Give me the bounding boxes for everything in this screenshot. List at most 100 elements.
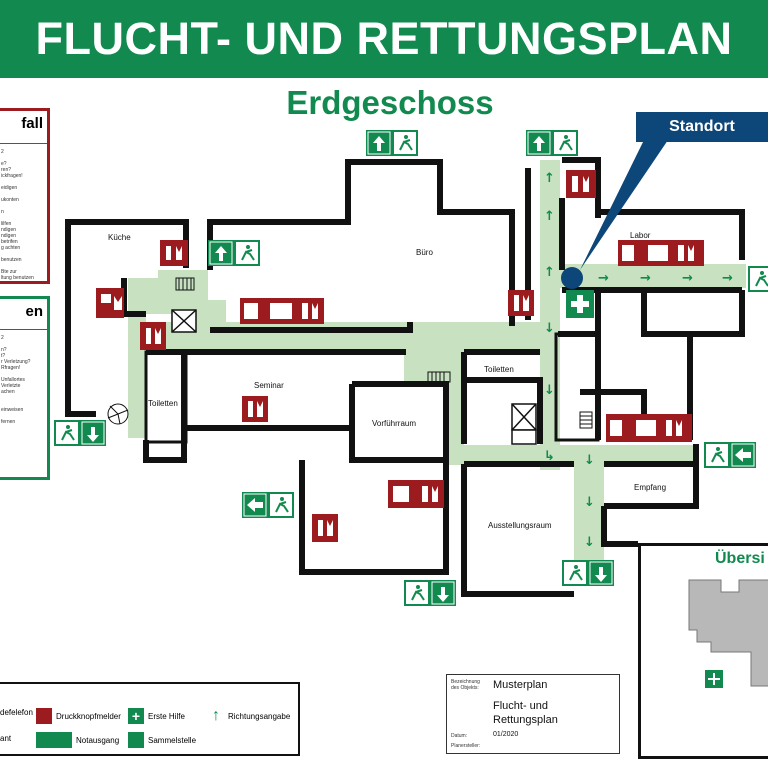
object-value-2: Flucht- und Rettungsplan: [493, 700, 558, 726]
location-marker: [561, 140, 668, 289]
object-label: Bezeichnung des Objekts:: [451, 679, 480, 691]
first-aid-panel: en 2 n?t?r Verletzung?Rfragen! Unfallortes…: [0, 296, 50, 480]
emergency-exit-icon: [242, 492, 294, 518]
direction-arrow-icon: ↑: [212, 707, 220, 724]
stairs: [175, 277, 593, 429]
elevators: [171, 309, 537, 445]
emergency-exit-icon: [208, 240, 260, 266]
panel-text-line: Rfragen!: [1, 365, 21, 371]
legend-item-assembly: Sammelstelle: [128, 732, 196, 748]
legend-item-first-aid: +Erste Hilfe: [128, 708, 185, 724]
emergency-exit-icon: [404, 580, 456, 606]
room-label-toiletten: Toiletten: [484, 365, 514, 374]
arrow-right-icon: →: [598, 271, 609, 286]
panel-text-line: benutzen: [1, 257, 22, 263]
plan-info-box: Bezeichnung des Objekts: Musterplan Fluc…: [446, 674, 620, 754]
floor-title: Erdgeschoss: [286, 84, 494, 121]
room-label-ausstellungsraum: Ausstellungsraum: [488, 521, 552, 530]
arrow-right-icon: →: [682, 271, 693, 286]
panel-divider: [0, 143, 47, 144]
alarm-button-icon: [96, 288, 124, 318]
direction-arrows: ↑ ↑ ↑ ↓ ↓ → → → → ↳ ↓ ↓ ↓: [544, 171, 733, 550]
arrow-right-icon: →: [722, 271, 733, 286]
panel-text-line: ndigen: [1, 227, 17, 233]
alarm-button-icon: [36, 708, 52, 724]
arrow-down-icon: ↓: [544, 321, 555, 336]
legend-item-exit: Notausgang: [36, 732, 119, 748]
room-label-labor: Labor: [630, 231, 651, 240]
fire-extinguisher-icon: [508, 290, 534, 316]
fire-extinguisher-icon: [242, 396, 268, 422]
panel-text-line: Bte zur: [1, 269, 17, 275]
fire-extinguisher-icon: [140, 322, 166, 350]
date-value: 01/2020: [493, 731, 519, 738]
emergency-exit-icon: [562, 560, 614, 586]
arrow-right-icon: →: [640, 271, 651, 286]
panel-text-line: achen: [1, 389, 15, 395]
panel-text-line: einweisen: [1, 407, 24, 413]
assembly-point-icon: [705, 670, 723, 688]
panel-divider: [0, 329, 47, 330]
panel-text-line: Verletzte: [1, 383, 21, 389]
legend: defelefon Druckknopfmelder +Erste Hilfe …: [0, 682, 300, 756]
arrow-down-icon: ↓: [584, 495, 595, 510]
panel-text-line: n: [1, 209, 4, 215]
panel-text-line: ukonten: [1, 197, 19, 203]
panel-text-line: r Verletzung?: [1, 359, 31, 365]
emergency-exit-icon: [366, 130, 418, 156]
exit-signs: [54, 130, 768, 606]
fire-equipment-group: [618, 240, 704, 266]
legend-item-telephone: defelefon: [0, 708, 33, 717]
panel-text-line: ickfragen!: [1, 173, 23, 179]
emergency-exit-icon: [748, 266, 768, 292]
panel-text-line: g achten: [1, 245, 21, 251]
fire-panel-title: fall: [21, 115, 43, 132]
room-label-seminar: Seminar: [254, 381, 284, 390]
panel-text-line: ren?: [1, 167, 12, 173]
arrow-down-right-icon: ↳: [544, 449, 555, 464]
panel-text-line: betrifen: [1, 239, 18, 245]
fire-equipment-group: [240, 298, 324, 324]
overview-box: Übersi: [638, 543, 768, 759]
arrow-down-icon: ↓: [584, 453, 595, 468]
panel-text-line: 2: [1, 149, 4, 155]
legend-item-hose: ant: [0, 734, 12, 743]
panel-text-line: t?: [1, 353, 6, 359]
emergency-exit-icon: [526, 130, 578, 156]
panel-text-line: fernen: [1, 419, 16, 425]
overview-title: Übersi: [715, 550, 765, 567]
fire-extinguisher-icon: [312, 514, 338, 542]
fire-equipment-group: [388, 480, 444, 508]
room-label-vorfuehrraum: Vorführraum: [372, 419, 416, 428]
location-label: Standort: [636, 112, 768, 142]
date-label: Datum:: [451, 733, 468, 739]
first-aid-icon: [566, 290, 594, 318]
legend-item-direction: ↑Richtungsangabe: [208, 708, 290, 724]
emergency-exit-icon: [36, 732, 72, 748]
arrow-down-icon: ↓: [544, 383, 555, 398]
fire-safety-signs: [96, 170, 704, 542]
creator-label: Planersteller:: [451, 743, 481, 749]
arrow-up-icon: ↑: [544, 265, 555, 280]
panel-text-line: 2: [1, 335, 4, 341]
legend-item-alarm: Druckknopfmelder: [36, 708, 121, 724]
fire-extinguisher-icon: [566, 170, 596, 198]
arrow-up-icon: ↑: [544, 171, 555, 186]
panel-text-line: e?: [1, 161, 7, 167]
inner-walls: [144, 332, 600, 444]
overview-map: [688, 579, 768, 688]
room-label-kueche: Küche: [108, 233, 131, 242]
panel-text-line: n?: [1, 347, 7, 353]
object-value: Musterplan: [493, 679, 548, 691]
panel-text-line: eidigen: [1, 185, 18, 191]
plan-title-banner: FLUCHT- UND RETTUNGSPLAN: [0, 0, 768, 78]
aid-panel-title: en: [25, 303, 43, 320]
arrow-up-icon: ↑: [544, 209, 555, 224]
assembly-point-icon: [128, 732, 144, 748]
panel-text-line: Unfallortes: [1, 377, 25, 383]
room-label-buero: Büro: [416, 248, 433, 257]
room-label-toiletten: Toiletten: [148, 399, 178, 408]
arrow-down-icon: ↓: [584, 535, 595, 550]
